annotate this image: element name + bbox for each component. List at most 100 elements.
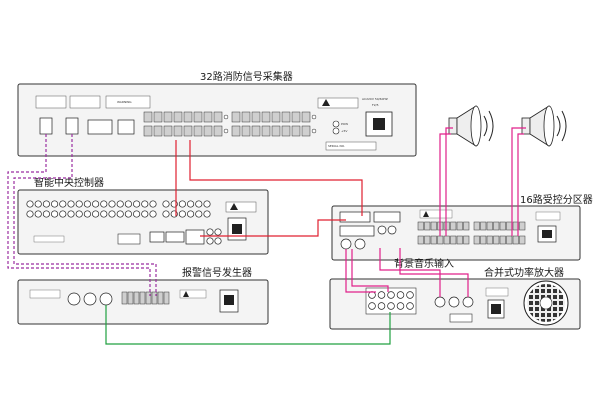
rca-jack (377, 302, 386, 310)
terminal-block (417, 221, 424, 231)
power-socket-inner (373, 118, 385, 130)
terminal-block (127, 291, 134, 305)
collector-label: 32路消防信号采集器 (200, 70, 293, 83)
terminal-block (121, 291, 128, 305)
rca-jack (149, 200, 157, 208)
collector-port-2 (65, 117, 79, 135)
terminal-block (183, 125, 193, 137)
zone-label: 16路受控分区器 (520, 193, 593, 206)
terminal-block (463, 221, 470, 231)
screw-icon (311, 114, 317, 120)
central-rj45-port (165, 231, 185, 243)
terminal-block (231, 111, 241, 123)
central-rca-block (206, 228, 222, 245)
terminal-block (480, 235, 487, 245)
rca-jack (396, 291, 405, 299)
amplifier-warning-plate (485, 287, 509, 297)
collector-led-label-1: POW (341, 122, 348, 126)
rca-jack (203, 200, 211, 208)
central-info-plate (33, 235, 65, 243)
terminal-block (430, 221, 437, 231)
terminal-block (463, 235, 470, 245)
terminal-block (281, 111, 291, 123)
terminal-block (499, 221, 506, 231)
rca-jack (141, 200, 149, 208)
terminal-block (213, 125, 223, 137)
collector-port-3 (117, 119, 135, 135)
cable-pink-zone-amp-3 (379, 248, 441, 297)
rca-jack (133, 210, 141, 218)
collector-info-plate-1 (35, 95, 67, 109)
terminal-block (506, 221, 513, 231)
zone-terminal-rows (417, 221, 526, 245)
cable-green-alarm-amp (105, 305, 391, 345)
terminal-block (519, 221, 526, 231)
collector-port-1 (39, 117, 53, 135)
central-controller-device: 智能中央控制器 (17, 176, 269, 255)
alarm-xlr-2 (83, 292, 97, 306)
terminal-block (151, 291, 158, 305)
zone-controller-device: 16路受控分区器 (331, 193, 593, 261)
collector-warning-triangle-plate (317, 97, 359, 109)
power-socket-inner (224, 295, 234, 305)
speaker-left-icon (448, 105, 494, 147)
terminal-block (261, 111, 271, 123)
rca-jack (178, 210, 186, 218)
terminal-block (437, 235, 444, 245)
rca-jack (42, 210, 50, 218)
collector-terminal-row (143, 111, 317, 137)
cable-pink-zone-amp-4 (399, 248, 469, 297)
rca-jack (214, 237, 222, 245)
terminal-block (183, 111, 193, 123)
terminal-block (261, 125, 271, 137)
zone-db-port-2 (373, 211, 401, 223)
rca-jack (42, 200, 50, 208)
collector-rj45-pair (87, 119, 113, 135)
rca-jack (368, 291, 376, 299)
rca-jack (133, 200, 141, 208)
terminal-block (173, 125, 183, 137)
terminal-block (213, 111, 223, 123)
central-terminal (185, 229, 205, 245)
terminal-block (153, 125, 163, 137)
zone-warning-plate (419, 209, 453, 219)
zone-info-plate (535, 211, 561, 221)
amplifier-serial-plate (449, 313, 473, 323)
cable-pink-speaker-right-1 (517, 133, 524, 236)
led-icon (332, 120, 340, 128)
terminal-block (519, 235, 526, 245)
screw-icon (223, 128, 229, 134)
terminal-block (163, 111, 173, 123)
collector-led-label-2: +5V (341, 129, 348, 133)
rca-jack (368, 302, 376, 310)
cables (7, 127, 526, 345)
rca-jack (178, 200, 186, 208)
terminal-block (480, 221, 487, 231)
rca-jack (195, 210, 203, 218)
terminal-block (430, 235, 437, 245)
alarm-terminal-row (121, 291, 170, 305)
terminal-block (443, 221, 450, 231)
central-serial-plate (117, 233, 141, 245)
led-icon (332, 127, 340, 135)
rca-jack (59, 200, 67, 208)
alarm-info-plate (29, 289, 61, 299)
amplifier-jack-3 (462, 296, 474, 308)
power-socket-inner (232, 224, 242, 234)
warning-triangle-icon (322, 99, 330, 106)
cable-red-collector-zone (189, 140, 363, 216)
rca-jack (116, 200, 124, 208)
alarm-xlr-3 (99, 292, 113, 306)
alarm-warning-plate (179, 289, 207, 299)
power-socket-inner (491, 304, 501, 314)
rca-jack (92, 200, 100, 208)
alarm-label: 报警信号发生器 (182, 266, 252, 279)
rca-jack (92, 210, 100, 218)
rca-jack (34, 200, 42, 208)
terminal-block (157, 291, 164, 305)
rca-jack (195, 200, 203, 208)
terminal-block (241, 125, 251, 137)
collector-serial-text: SERIAL NO. (328, 144, 345, 148)
zone-input-jack-1 (340, 238, 352, 250)
terminal-block (163, 125, 173, 137)
